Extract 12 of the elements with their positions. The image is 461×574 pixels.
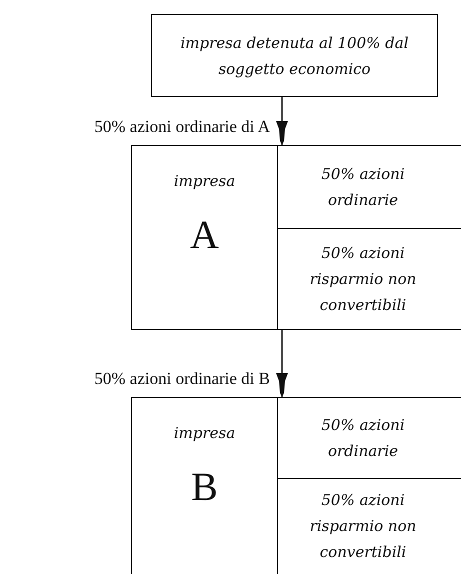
box-text: impresa <box>174 171 236 192</box>
box-text: 50% azioni risparmio non convertibili <box>308 490 418 563</box>
text-box <box>151 14 438 97</box>
company-box <box>131 397 278 574</box>
company-box <box>131 145 278 330</box>
company-letter: A <box>190 212 219 258</box>
box-text: 50% azioni ordinarie <box>320 415 406 462</box>
box-text: impresa <box>174 423 236 444</box>
box-text: 50% azioni risparmio non convertibili <box>308 243 418 316</box>
box-text: 50% azioni ordinarie <box>320 164 406 211</box>
company-letter: B <box>191 464 218 510</box>
box-text: impresa detenuta al 100% dal soggetto economico <box>179 32 410 80</box>
